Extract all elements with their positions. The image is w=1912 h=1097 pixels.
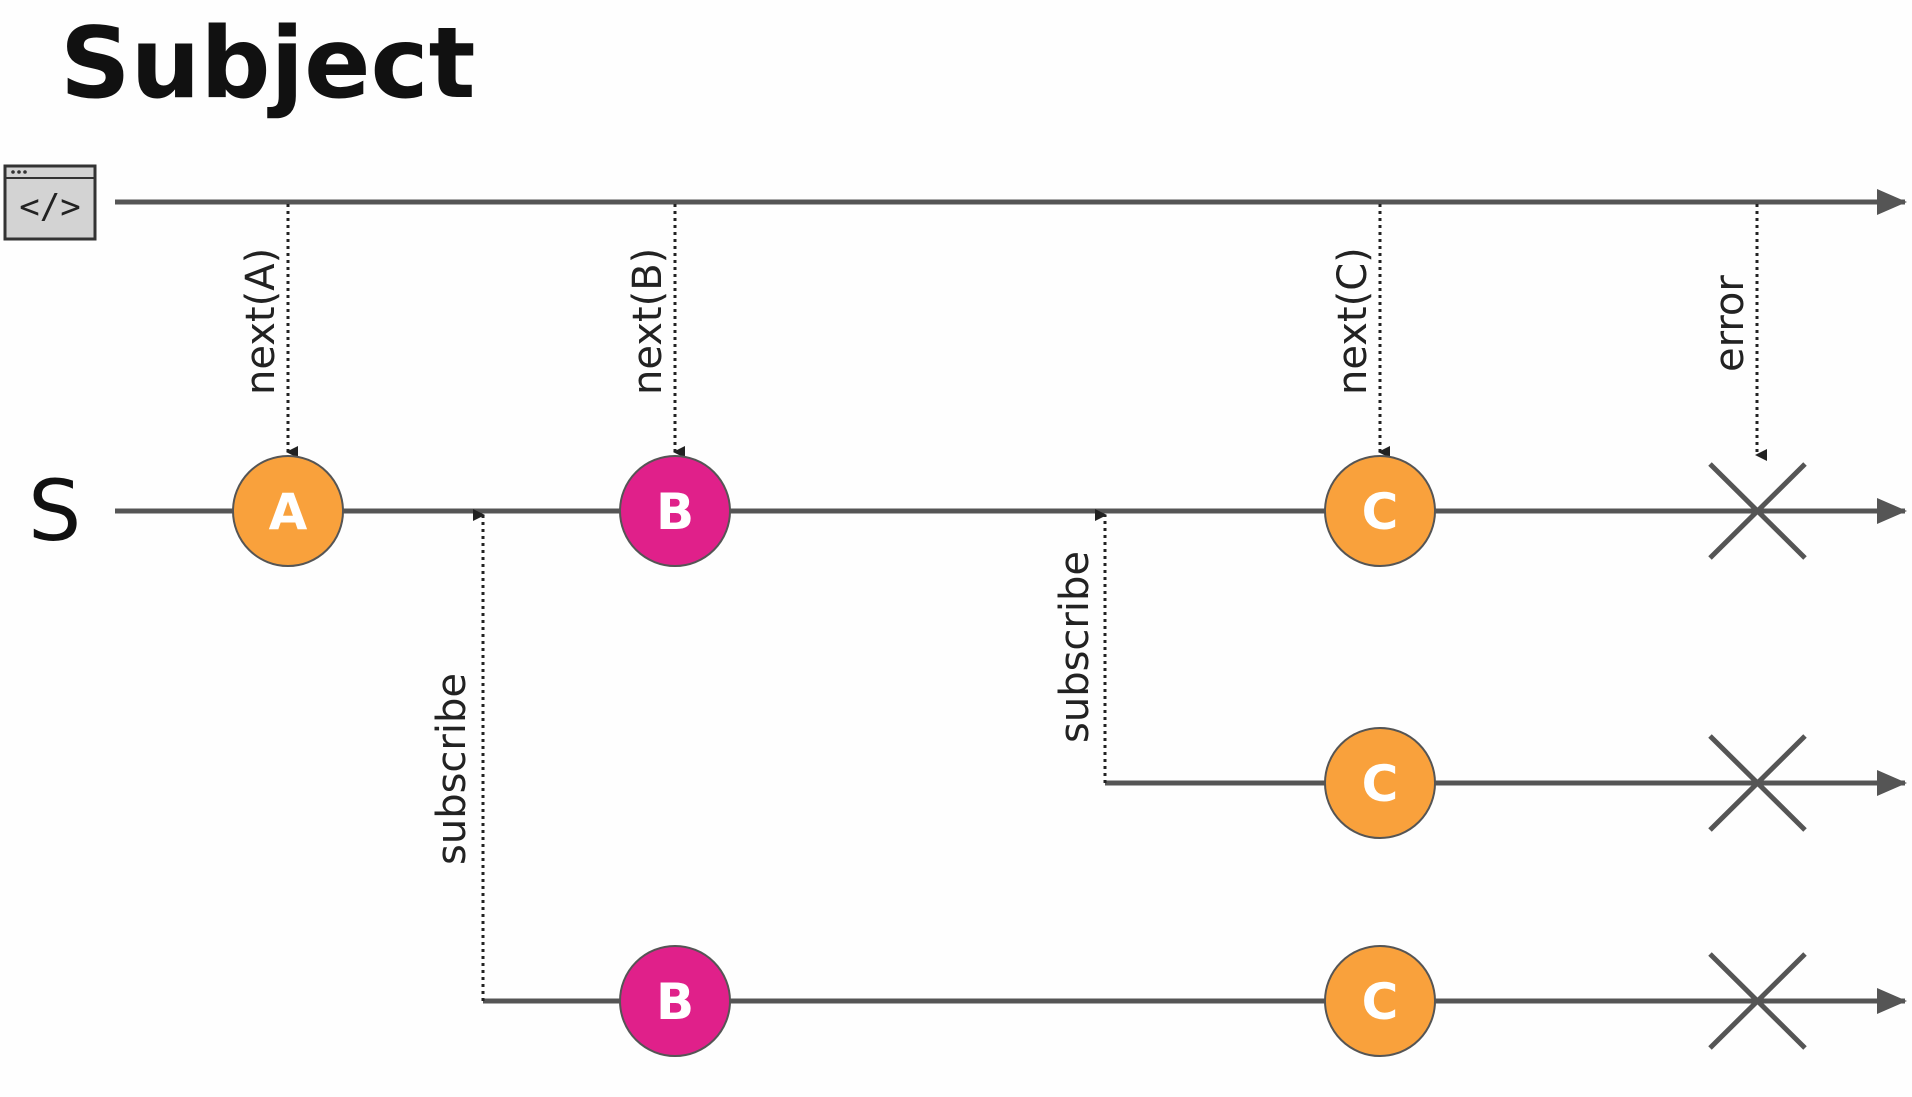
code-symbol: </> bbox=[19, 187, 80, 227]
subscriber-1-marble-c: C bbox=[1324, 945, 1436, 1057]
subscriber-1-marble-c-circle bbox=[1324, 945, 1436, 1057]
error-x-subject bbox=[1708, 462, 1807, 560]
marble-a-label: A bbox=[269, 483, 308, 541]
subscriber-1-marble-b: B bbox=[619, 945, 731, 1057]
marble-a: A bbox=[232, 455, 344, 567]
emission-label-b: next(B) bbox=[625, 248, 671, 395]
marble-b-circle bbox=[619, 455, 731, 567]
subscribe-label-2: subscribe bbox=[1052, 551, 1098, 743]
marble-c-circle bbox=[1324, 455, 1436, 567]
subscriber-2-marble-c-circle bbox=[1324, 727, 1436, 839]
marble-b: B bbox=[619, 455, 731, 567]
marble-c: C bbox=[1324, 455, 1436, 567]
page-title: Subject bbox=[60, 7, 476, 121]
subscribe-label-1: subscribe bbox=[429, 673, 475, 865]
subscriber-1-marble-b-label: B bbox=[656, 973, 694, 1031]
emission-label-c: next(C) bbox=[1330, 247, 1376, 395]
code-window-icon: </> bbox=[3, 164, 97, 241]
marble-c-label: C bbox=[1362, 483, 1399, 541]
emission-label-error: error bbox=[1707, 275, 1753, 372]
subscriber-1-marble-c-label: C bbox=[1362, 973, 1399, 1031]
marble-b-label: B bbox=[656, 483, 694, 541]
emission-label-a: next(A) bbox=[238, 248, 284, 395]
subject-label: S bbox=[28, 462, 81, 560]
error-x-subscriber-1 bbox=[1708, 952, 1807, 1050]
subscriber-2-marble-c: C bbox=[1324, 727, 1436, 839]
subscriber-2-marble-c-label: C bbox=[1362, 755, 1399, 813]
subscriber-1-marble-b-circle bbox=[619, 945, 731, 1057]
marble-a-circle bbox=[232, 455, 344, 567]
error-x-subscriber-2 bbox=[1708, 734, 1807, 832]
